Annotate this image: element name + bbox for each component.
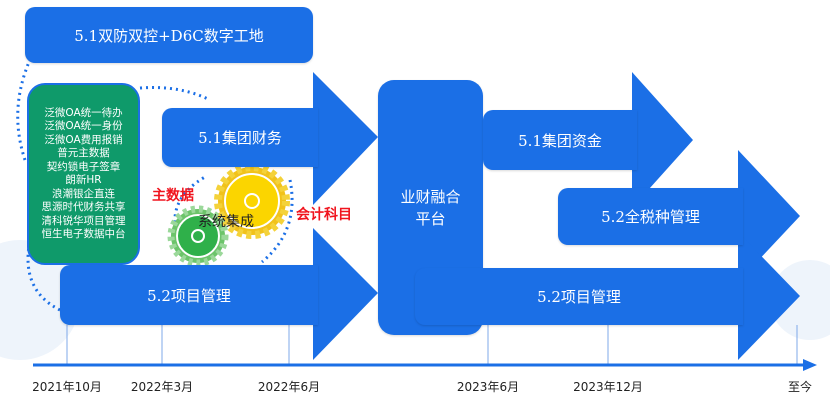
system-item: 契约锁电子签章 xyxy=(46,160,121,173)
project-right-box: 5.2项目管理 xyxy=(415,268,743,325)
gear-yellow-icon xyxy=(214,163,290,239)
system-item: 思源时代财务共享 xyxy=(41,201,126,213)
finance-box: 5.1集团财务 xyxy=(162,108,318,167)
arrow-funds xyxy=(632,72,693,208)
timeline-label: 2022年3月 xyxy=(130,380,194,394)
system-item: 泛微OA统一待办 xyxy=(44,106,123,119)
timeline-label: 2021年10月 xyxy=(32,380,102,394)
timeline-label: 2023年6月 xyxy=(456,380,520,394)
tax-box: 5.2全税种管理 xyxy=(558,188,743,245)
system-item: 朗新HR xyxy=(65,174,102,186)
timeline-label: 2023年12月 xyxy=(573,380,643,394)
system-item: 清科锐华项目管理 xyxy=(41,214,126,227)
systems-list: 泛微OA统一待办 泛微OA统一身份 泛微OA费用报销 普元主数据 契约锁电子签章… xyxy=(27,83,140,265)
project-left-box: 5.2项目管理 xyxy=(60,265,318,325)
system-item: 恒生电子数据中台 xyxy=(41,228,126,240)
arrow-project-left xyxy=(313,228,378,360)
system-item: 泛微OA费用报销 xyxy=(44,133,123,146)
system-item: 普元主数据 xyxy=(57,147,110,159)
arrow-project-right xyxy=(738,232,800,360)
gear-green-icon xyxy=(167,205,229,267)
system-item: 浪潮银企直连 xyxy=(52,187,115,200)
timeline-label: 至今 xyxy=(787,380,813,394)
integration-label: 系统集成 xyxy=(198,214,254,230)
system-item: 泛微OA统一身份 xyxy=(44,120,123,132)
account-label: 会计科目 xyxy=(296,207,352,223)
master-data-label: 主数据 xyxy=(152,188,194,204)
timeline-label: 2022年6月 xyxy=(257,380,321,394)
arrow-finance xyxy=(313,72,378,205)
top-box: 5.1双防双控+D6C数字工地 xyxy=(25,7,313,63)
funds-box: 5.1集团资金 xyxy=(483,110,637,170)
